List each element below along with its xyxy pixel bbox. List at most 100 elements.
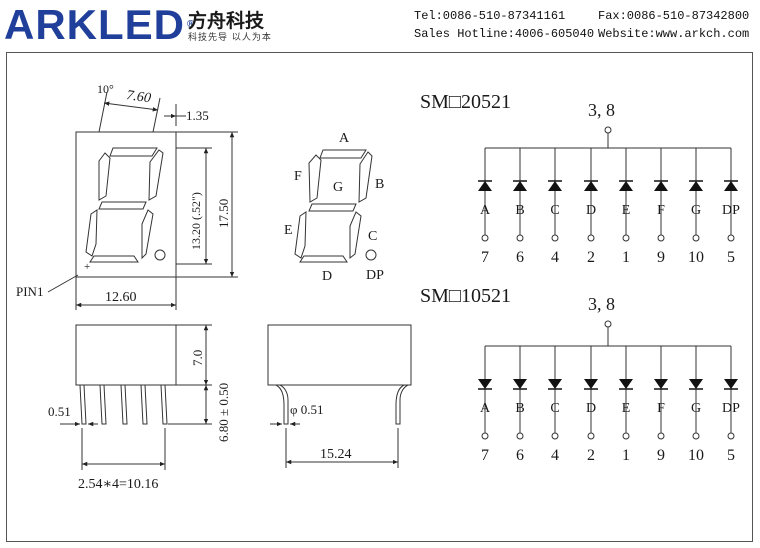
pin-number: 5 xyxy=(727,447,735,464)
segment-label: G xyxy=(691,203,701,218)
pin1-label: PIN1 xyxy=(16,284,43,299)
led-diode xyxy=(654,379,668,389)
segment-label: C xyxy=(550,203,559,218)
height-label: 17.50 xyxy=(216,199,231,228)
map-segment-dp xyxy=(365,249,377,261)
map-segment-f xyxy=(308,154,322,203)
led-diode xyxy=(619,181,633,191)
segment-label: E xyxy=(622,203,631,218)
front-segment-e xyxy=(85,209,98,257)
led-diode xyxy=(654,181,668,191)
pin-number: 5 xyxy=(727,249,735,266)
side-view-pins xyxy=(60,324,212,470)
segment-label: A xyxy=(480,203,491,218)
digit-height-label: 13.20 (.52") xyxy=(189,192,203,250)
pin-number: 7 xyxy=(481,249,489,266)
pin-terminal xyxy=(622,234,630,242)
label-f: F xyxy=(294,169,302,184)
label-c: C xyxy=(368,229,377,244)
body-width-label: 12.60 xyxy=(105,290,137,305)
common-terminal xyxy=(604,320,612,328)
lead-5 xyxy=(160,384,168,425)
segment-label: D xyxy=(586,203,596,218)
display-body-outline xyxy=(75,131,177,278)
label-b: B xyxy=(375,177,384,192)
profile-lead-left xyxy=(275,384,289,425)
map-segment-g xyxy=(308,203,357,212)
pin-number: 2 xyxy=(587,447,595,464)
website: Website:www.arkch.com xyxy=(598,27,750,41)
led-diode xyxy=(548,181,562,191)
dp-offset-label: 1.35 xyxy=(186,108,209,123)
pin-terminal xyxy=(727,432,735,440)
tel-number: Tel:0086-510-87341161 xyxy=(414,9,566,23)
pin-number: 1 xyxy=(622,249,630,266)
row-spacing-label: 15.24 xyxy=(320,447,352,462)
pin-number: 2 xyxy=(587,249,595,266)
segment-map-digit xyxy=(294,149,377,263)
width-label: 7.60 xyxy=(125,88,151,106)
pin-diameter-label: φ 0.51 xyxy=(290,402,324,417)
pin-number: 10 xyxy=(688,249,704,266)
logo-text: ARKLED xyxy=(4,1,185,48)
map-segment-c xyxy=(349,211,362,260)
registered-mark: ® xyxy=(187,19,196,30)
pin-number: 6 xyxy=(516,249,524,266)
front-segment-f xyxy=(98,152,111,201)
lead-4 xyxy=(140,384,148,425)
angle-label: 10° xyxy=(97,82,114,96)
body-height-label: 7.0 xyxy=(190,350,205,366)
front-view xyxy=(47,91,238,310)
common-pins-label: 3, 8 xyxy=(588,294,615,314)
pin-terminal xyxy=(481,234,489,242)
pin-terminal xyxy=(622,432,630,440)
label-d: D xyxy=(322,269,332,284)
label-dp: DP xyxy=(366,268,384,283)
front-segment-d xyxy=(89,255,139,263)
fax-number: Fax:0086-510-87342800 xyxy=(598,9,750,23)
angle-ref-line xyxy=(98,91,108,133)
pin-number: 1 xyxy=(622,447,630,464)
pin-terminal xyxy=(551,432,559,440)
side-body-outline xyxy=(75,324,177,386)
lead-2 xyxy=(99,384,107,425)
page-header: ARKLED® 方舟科技 科技先导 以人为本 Tel:0086-510-8734… xyxy=(0,0,760,48)
lead-length-label: 6.80 ± 0.50 xyxy=(216,383,231,442)
led-diode xyxy=(584,379,598,389)
angle-ref-line-2 xyxy=(152,97,161,133)
common-pins-label: 3, 8 xyxy=(588,100,615,120)
led-diode xyxy=(548,379,562,389)
led-diode xyxy=(478,379,492,389)
part-number: SM□20521 xyxy=(420,91,511,113)
segment-label: G xyxy=(691,401,701,416)
pitch-label: 2.54∗4=10.16 xyxy=(78,477,158,492)
pin-number: 4 xyxy=(551,249,559,266)
pin-number: 10 xyxy=(688,447,704,464)
segment-label: F xyxy=(657,203,665,218)
led-diode xyxy=(513,181,527,191)
profile-body-outline xyxy=(267,324,412,386)
segment-label: B xyxy=(515,401,524,416)
pin1-mark: + xyxy=(84,261,90,273)
pin-number: 4 xyxy=(551,447,559,464)
label-a: A xyxy=(339,131,350,146)
led-diode xyxy=(584,181,598,191)
segment-label: F xyxy=(657,401,665,416)
led-diode xyxy=(724,379,738,389)
pin1-leader xyxy=(47,274,79,293)
pin-terminal xyxy=(727,234,735,242)
map-segment-e xyxy=(294,211,307,259)
led-diode xyxy=(689,181,703,191)
pin-terminal xyxy=(657,234,665,242)
segment-label: DP xyxy=(722,203,740,218)
pin-number: 6 xyxy=(516,447,524,464)
segment-label: C xyxy=(550,401,559,416)
label-g: G xyxy=(333,180,343,195)
segment-label: DP xyxy=(722,401,740,416)
part-number: SM□10521 xyxy=(420,285,511,307)
map-segment-a xyxy=(319,149,367,159)
sales-hotline: Sales Hotline:4006-605040 xyxy=(414,27,595,41)
brand-name-cn: 方舟科技 xyxy=(188,10,265,32)
